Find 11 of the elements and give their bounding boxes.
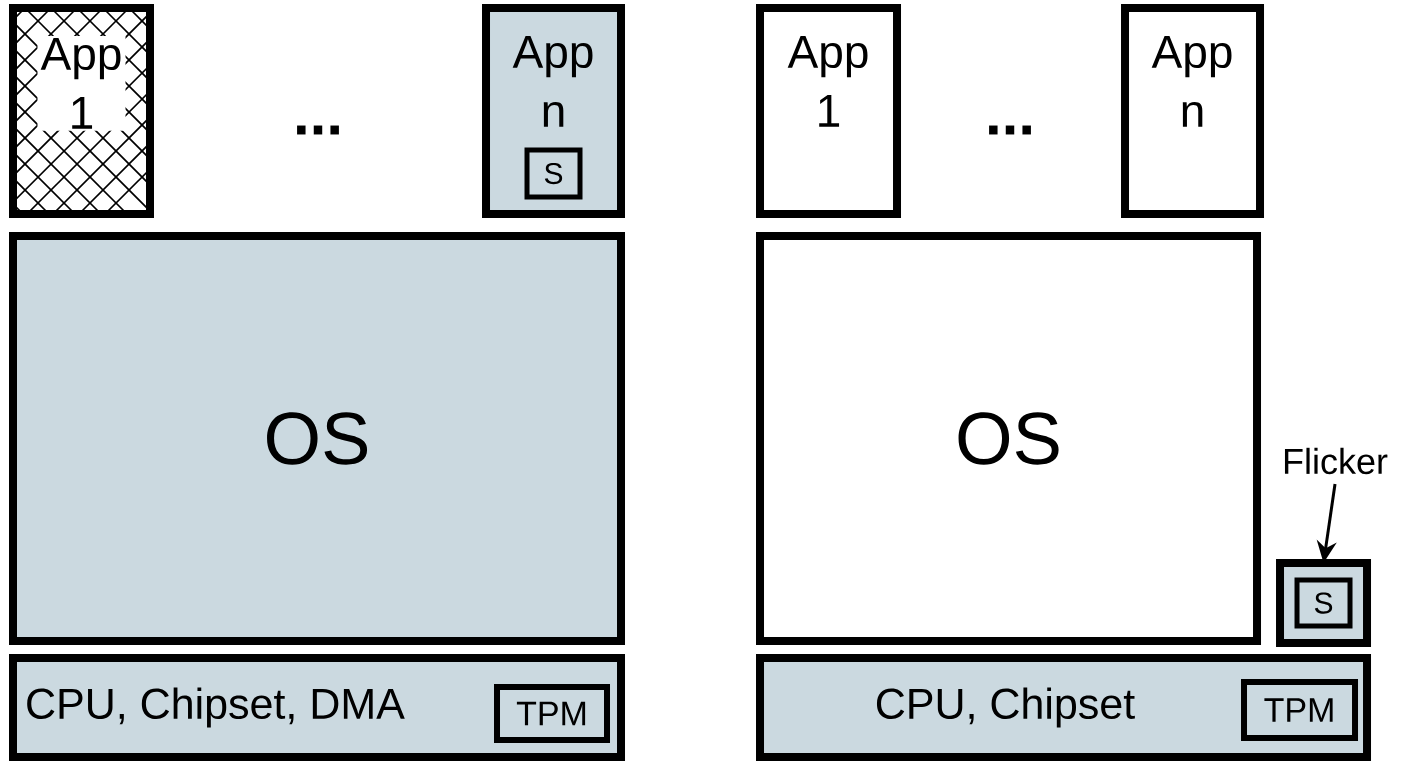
flicker-text: Flicker (1284, 447, 1388, 475)
tpm-box: TPM (1241, 679, 1358, 741)
app-box: App n (1121, 4, 1264, 218)
ellipsis: ... (989, 125, 1031, 135)
tpm-box: TPM (494, 684, 610, 743)
secure-box: S (1294, 577, 1353, 629)
ellipsis: ... (297, 125, 339, 135)
os-box: OS (9, 232, 625, 645)
app-box: App 1 (756, 4, 901, 218)
secure-box: S (524, 147, 583, 200)
os-box: OS (756, 232, 1261, 645)
